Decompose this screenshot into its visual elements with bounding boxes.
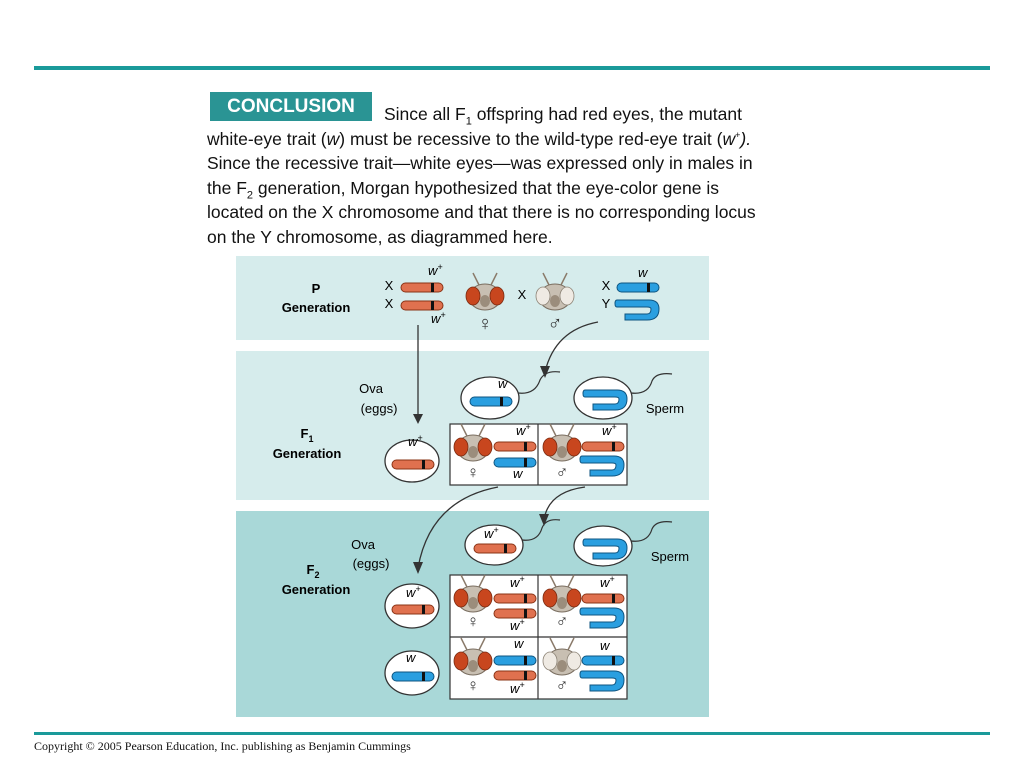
p-male-y-chromosome — [614, 299, 660, 321]
f2-ova-sub: (eggs) — [353, 556, 390, 571]
f1-female-symbol: ♀ — [467, 463, 480, 482]
f2-sperm-label: Sperm — [651, 549, 689, 564]
f1-punnett-square — [449, 423, 628, 486]
para-line-1: Since all F — [384, 104, 466, 124]
p-x-label-1: X — [385, 278, 394, 293]
p-female-x-chromosome-1 — [400, 282, 444, 293]
p-generation-sub: Generation — [282, 300, 351, 315]
p-female-x-chromosome-2 — [400, 300, 444, 311]
f1-generation-band — [236, 351, 709, 500]
f2-egg-wplus — [464, 524, 524, 566]
f2-generation-label: F2 — [307, 562, 320, 580]
para-line-2a: white-eye trait ( — [207, 128, 327, 149]
f2-egg-cell-wplus-allele: w+ — [406, 584, 421, 600]
p-allele-label-top: w+ — [428, 262, 443, 278]
f2-egg-cell-wplus — [384, 583, 440, 629]
f1-sperm-label: Sperm — [646, 401, 684, 416]
para-line-1-rest: offspring had red eyes, the mutant — [471, 104, 742, 124]
subscript-1: 1 — [465, 115, 472, 128]
f1-sperm-x-allele: w — [498, 376, 509, 391]
f2-cell3-fly — [454, 638, 492, 675]
f1-ova-sub: (eggs) — [361, 401, 398, 416]
p-male-symbol: ♂ — [548, 313, 563, 335]
p-allele-label-bottom: w+ — [431, 310, 446, 326]
f1-sperm-x — [460, 376, 520, 420]
f1-male-symbol: ♂ — [556, 463, 569, 482]
p-generation-band — [236, 256, 709, 340]
f2-egg-wplus-allele: w+ — [484, 525, 499, 541]
f1-ova-label: Ova — [359, 381, 384, 396]
f2-generation-band — [236, 511, 709, 717]
para-line-6: on the Y chromosome, as diagrammed here. — [207, 226, 553, 247]
conclusion-paragraph: Since all F1 offspring had red eyes, the… — [207, 102, 847, 249]
para-line-2b: ) must be recessive to the wild-type red… — [339, 128, 723, 149]
f2-cell4-allele: w — [600, 638, 611, 653]
f1-generation-sub: Generation — [273, 446, 342, 461]
f2-cell1-fly — [454, 575, 492, 612]
para-line-5: located on the X chromosome and that the… — [207, 202, 756, 222]
p-male-x-chromosome — [616, 282, 660, 293]
f1-male-allele: w+ — [602, 422, 617, 438]
f1-generation-label: F1 — [301, 426, 314, 444]
f1-sperm-y — [573, 376, 633, 420]
subscript-2: 2 — [246, 189, 254, 201]
p-female-symbol: ♀ — [478, 313, 493, 335]
p-male-fly — [536, 273, 574, 310]
f2-ova-label: Ova — [351, 537, 376, 552]
p-cross-label: X — [518, 287, 527, 302]
p-male-x-label: X — [602, 278, 611, 293]
f2-cell4-fly — [543, 638, 581, 675]
f2-cell1-symbol: ♀ — [467, 612, 480, 631]
top-rule — [34, 66, 990, 70]
allele-wplus-text: w — [722, 128, 736, 149]
para-line-2c: ). — [740, 128, 752, 149]
f2-sperm-y-cell — [573, 525, 633, 567]
bottom-rule — [34, 732, 990, 735]
f2-cell1-allele-bottom: w+ — [510, 617, 525, 633]
para-line-4a: the F — [207, 177, 247, 198]
f2-egg-cell-w — [384, 650, 440, 696]
f2-cell3-symbol: ♀ — [467, 676, 480, 695]
f1-female-allele-top: w+ — [516, 422, 531, 438]
p-x-label-2: X — [385, 296, 394, 311]
f2-cell2-symbol: ♂ — [556, 612, 569, 631]
f1-male-fly — [543, 424, 581, 461]
p-generation-label: P — [312, 281, 321, 296]
f1-egg-cell — [384, 439, 440, 483]
para-line-4b: generation, Morgan hypothesized that the… — [253, 177, 720, 198]
f2-cell3-allele-top: w — [514, 636, 525, 651]
f2-cell2-fly — [543, 575, 581, 612]
conclusion-badge: CONCLUSION — [210, 92, 372, 121]
p-female-fly — [466, 273, 504, 310]
para-line-3: Since the recessive trait—white eyes—was… — [207, 153, 753, 173]
f1-female-allele-bottom: w — [513, 466, 524, 481]
f2-generation-sub: Generation — [282, 582, 351, 597]
f1-female-fly — [454, 424, 492, 461]
f2-egg-cell-w-allele: w — [406, 650, 417, 665]
f2-cell1-allele-top: w+ — [510, 574, 525, 590]
p-male-allele-label: w — [638, 265, 649, 280]
allele-w-text: w — [326, 128, 340, 149]
allele-plus-sup: + — [735, 129, 741, 140]
f2-cell3-allele-bottom: w+ — [510, 680, 525, 696]
f2-punnett-square — [449, 574, 628, 700]
f2-cell4-symbol: ♂ — [556, 676, 569, 695]
f2-cell2-allele: w+ — [600, 574, 615, 590]
copyright-footer: Copyright © 2005 Pearson Education, Inc.… — [34, 739, 411, 753]
f1-egg-allele: w+ — [408, 433, 423, 449]
p-male-y-label: Y — [602, 296, 611, 311]
